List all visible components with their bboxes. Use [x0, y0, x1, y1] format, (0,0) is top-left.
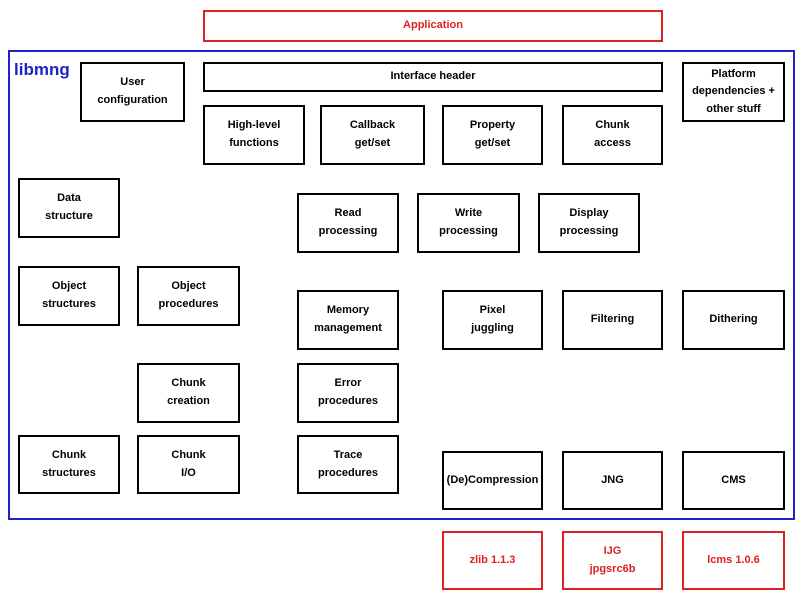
box-platform-dependencies: Platform dependencies + other stuff: [682, 62, 785, 122]
box-high-level-functions: High-level functions: [203, 105, 305, 165]
box-trace-procedures: Trace procedures: [297, 435, 399, 494]
box-decompression: (De)Compression: [442, 451, 543, 510]
box-lcms: lcms 1.0.6: [682, 531, 785, 590]
box-object-structures: Object structures: [18, 266, 120, 326]
box-display-processing: Display processing: [538, 193, 640, 253]
box-property-getset: Property get/set: [442, 105, 543, 165]
box-object-procedures: Object procedures: [137, 266, 240, 326]
box-dithering: Dithering: [682, 290, 785, 350]
box-jng: JNG: [562, 451, 663, 510]
libmng-frame: [8, 50, 795, 520]
box-callback-getset: Callback get/set: [320, 105, 425, 165]
box-error-procedures: Error procedures: [297, 363, 399, 423]
box-chunk-creation: Chunk creation: [137, 363, 240, 423]
box-zlib: zlib 1.1.3: [442, 531, 543, 590]
box-application: Application: [203, 10, 663, 42]
box-cms: CMS: [682, 451, 785, 510]
box-ijg-jpgsrc6b: IJG jpgsrc6b: [562, 531, 663, 590]
box-chunk-io: Chunk I/O: [137, 435, 240, 494]
box-write-processing: Write processing: [417, 193, 520, 253]
box-read-processing: Read processing: [297, 193, 399, 253]
box-filtering: Filtering: [562, 290, 663, 350]
libmng-title: libmng: [14, 60, 70, 79]
box-chunk-access: Chunk access: [562, 105, 663, 165]
box-interface-header: Interface header: [203, 62, 663, 92]
box-chunk-structures: Chunk structures: [18, 435, 120, 494]
box-user-configuration: User configuration: [80, 62, 185, 122]
box-data-structure: Data structure: [18, 178, 120, 238]
box-pixel-juggling: Pixel juggling: [442, 290, 543, 350]
box-memory-management: Memory management: [297, 290, 399, 350]
